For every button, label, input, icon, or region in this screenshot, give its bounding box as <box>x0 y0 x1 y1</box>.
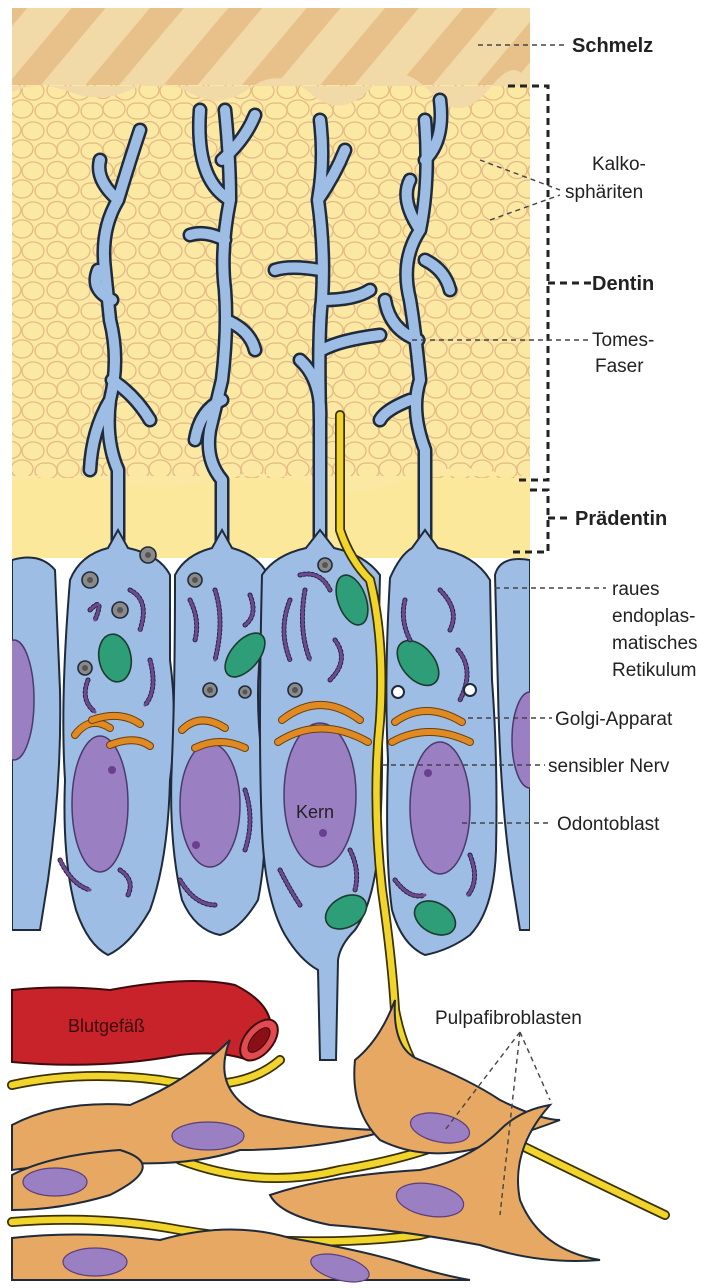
label-rough-er-3: matisches <box>612 633 698 654</box>
label-rough-er-1: raues <box>612 579 660 600</box>
label-tomes-fiber-2: Faser <box>595 356 644 377</box>
label-nucleus: Kern <box>296 802 334 822</box>
label-calcospherites-1: Kalko- <box>592 154 646 175</box>
odontoblast-cell-2 <box>171 530 268 935</box>
label-enamel: Schmelz <box>572 35 653 57</box>
label-rough-er-4: Retikulum <box>612 660 696 681</box>
label-tomes-fiber-1: Tomes- <box>592 330 654 351</box>
label-sensory-nerve: sensibler Nerv <box>548 756 670 777</box>
label-dentin: Dentin <box>592 273 654 295</box>
enamel-layer <box>12 8 530 88</box>
label-predentin: Prädentin <box>575 508 667 530</box>
label-odontoblast: Odontoblast <box>557 814 660 835</box>
label-pulp-fibroblasts: Pulpafibroblasten <box>435 1008 582 1029</box>
predentin-layer <box>12 478 530 558</box>
label-blood-vessel: Blutgefäß <box>68 1016 145 1036</box>
label-calcospherites-2: sphäriten <box>565 182 643 203</box>
label-rough-er-2: endoplas- <box>612 606 695 627</box>
label-golgi: Golgi-Apparat <box>555 709 673 730</box>
